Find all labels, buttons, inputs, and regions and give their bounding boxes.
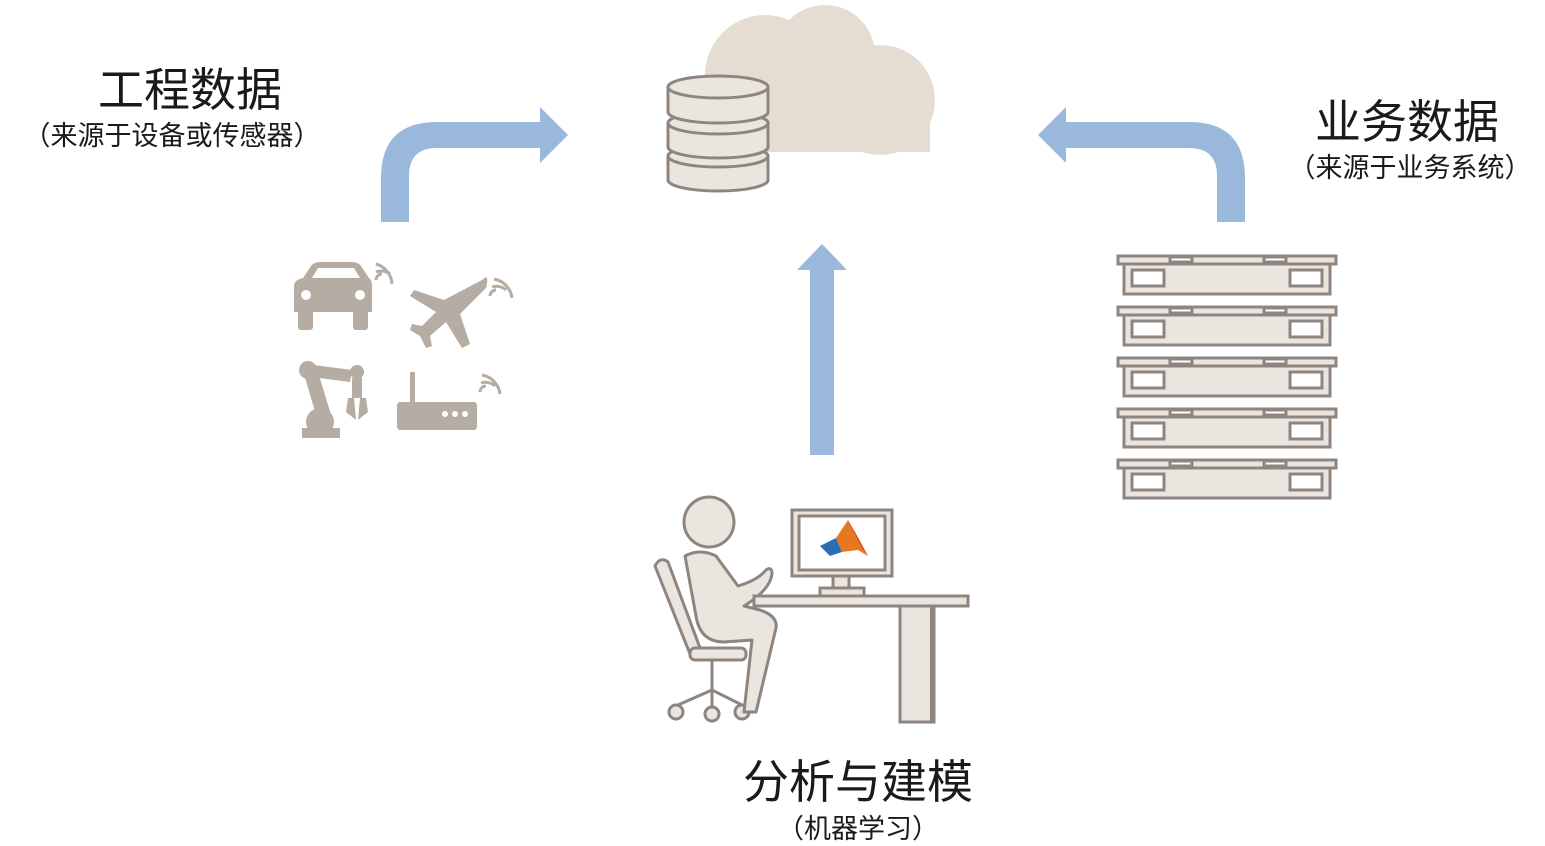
server-unit bbox=[1116, 407, 1338, 449]
engineering-title: 工程数据 bbox=[98, 63, 282, 117]
server-unit bbox=[1116, 356, 1338, 398]
router-icon bbox=[397, 372, 502, 430]
server-unit bbox=[1116, 458, 1338, 500]
engineering-subtitle: （来源于设备或传感器） bbox=[24, 121, 321, 152]
server-rack-icon bbox=[1116, 254, 1338, 500]
arrow-right-to-cloud bbox=[1038, 107, 1245, 222]
monitor-icon bbox=[790, 508, 894, 598]
database-icon bbox=[666, 74, 770, 193]
business-title: 业务数据 bbox=[1315, 95, 1499, 149]
person-at-desk-icon bbox=[653, 495, 778, 723]
matlab-logo-icon bbox=[820, 520, 868, 556]
analysis-title: 分析与建模 bbox=[743, 755, 973, 809]
arrow-left-to-cloud bbox=[381, 107, 568, 222]
business-subtitle: （来源于业务系统） bbox=[1289, 153, 1532, 184]
robot-arm-icon bbox=[299, 361, 368, 438]
server-unit bbox=[1116, 305, 1338, 347]
airplane-icon bbox=[410, 277, 514, 348]
car-icon bbox=[294, 262, 394, 330]
server-unit bbox=[1116, 254, 1338, 296]
desk-icon bbox=[752, 594, 970, 724]
analysis-subtitle: （机器学习） bbox=[777, 814, 939, 845]
arrow-up-to-cloud bbox=[797, 244, 847, 455]
